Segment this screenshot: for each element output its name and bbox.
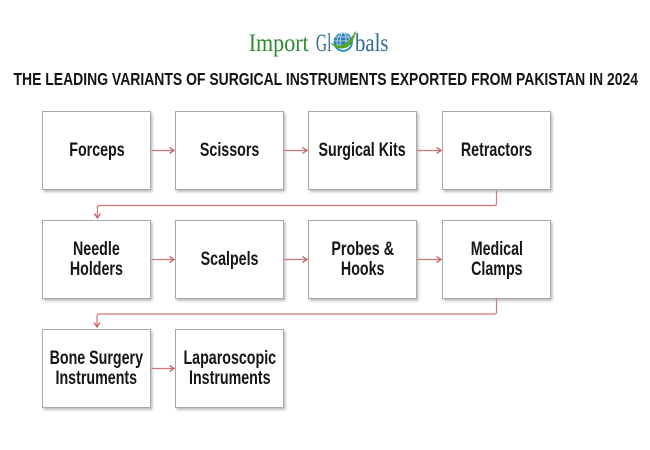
svg-text:bals: bals: [355, 28, 389, 57]
svg-text:Import: Import: [249, 28, 309, 57]
svg-text:THE LEADING VARIANTS OF SURGIC: THE LEADING VARIANTS OF SURGICAL INSTRUM…: [14, 69, 639, 89]
svg-text:Gl: Gl: [316, 28, 332, 57]
